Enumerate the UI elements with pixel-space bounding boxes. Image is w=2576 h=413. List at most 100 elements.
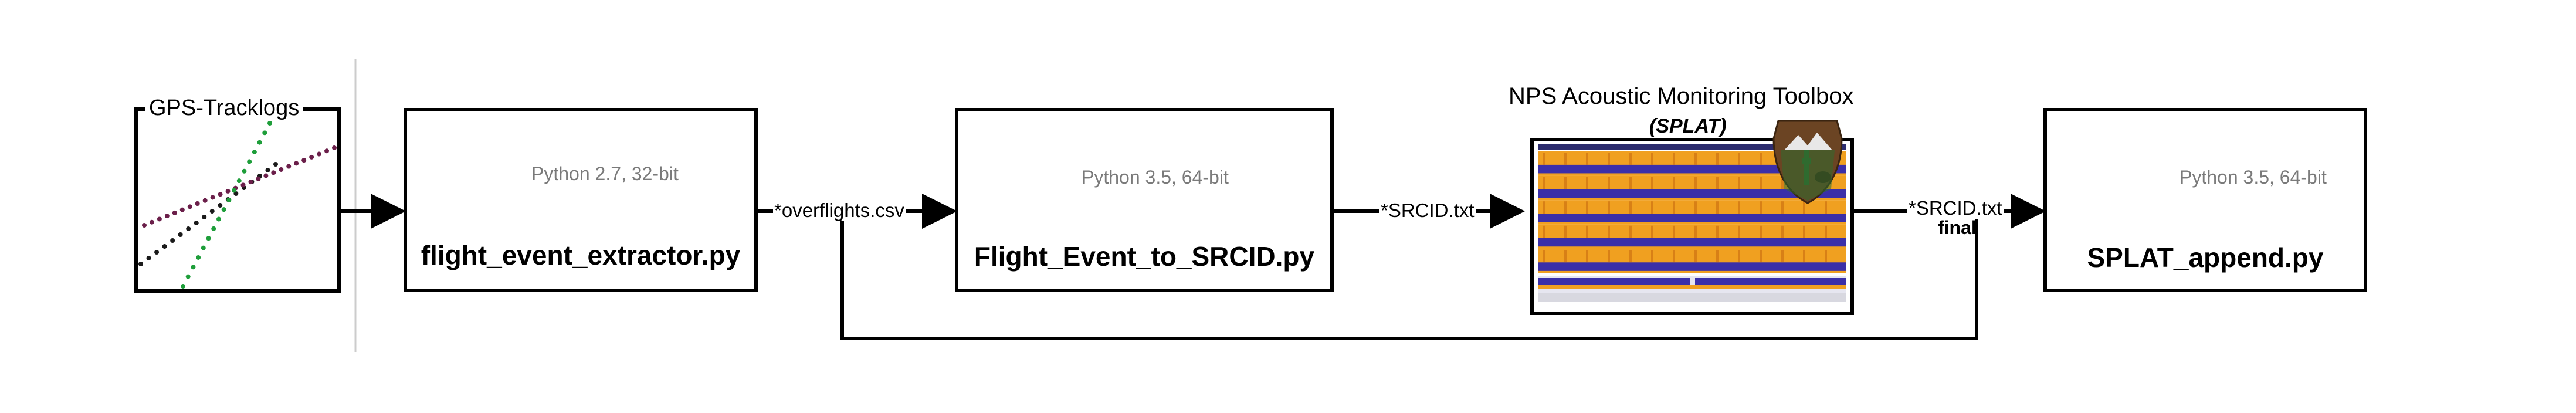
track-dot (146, 256, 151, 260)
spectrogram-band (1538, 262, 1846, 271)
track-dot (221, 207, 226, 212)
spectrogram-streak (1738, 201, 1740, 214)
spectrogram-streak (1608, 177, 1610, 189)
spectrogram-streak (1543, 177, 1545, 189)
script-name: Flight_Event_to_SRCID.py (974, 241, 1315, 272)
gps-tracklogs-frame (134, 107, 341, 293)
track-dot (210, 195, 215, 200)
spectrogram-streak (1738, 153, 1740, 165)
spectrogram-streak (1608, 225, 1610, 238)
track-dot (242, 168, 247, 174)
spectrogram-streak (1586, 225, 1588, 238)
spectrogram-streak (1760, 250, 1762, 263)
spectrogram-band (1538, 189, 1846, 198)
track-dot (309, 154, 314, 160)
spectrogram-streak (1629, 201, 1632, 214)
track-dot (179, 207, 185, 212)
track-dot (248, 180, 253, 185)
spectrogram-streak (1716, 250, 1719, 263)
track-dot (211, 226, 216, 231)
spectrogram-streak (1781, 177, 1784, 189)
runtime-label: Python 2.7, 32-bit (531, 163, 679, 184)
spectrogram-streak (1608, 153, 1610, 165)
spectrogram-streak (1608, 201, 1610, 214)
spectrogram-streak (1543, 201, 1545, 214)
spectrogram-streak (1564, 250, 1567, 263)
spectrogram-streak (1781, 201, 1784, 214)
spectrogram-streak (1608, 250, 1610, 263)
track-dot (149, 219, 154, 225)
spectrogram-streak (1781, 225, 1784, 238)
track-dot (164, 214, 170, 219)
spectrogram-streak (1673, 250, 1675, 263)
script-name: flight_event_extractor.py (421, 240, 741, 270)
track-dot (236, 178, 242, 184)
track-dot (273, 162, 278, 167)
track-dot (257, 140, 262, 145)
track-dot (178, 232, 183, 237)
track-dot (294, 161, 299, 166)
spectrogram-streak (1543, 153, 1545, 165)
track-dot (225, 188, 231, 194)
track-dot (279, 167, 284, 172)
gps-track-dots (138, 121, 337, 289)
track-dot (187, 204, 192, 209)
spectrogram-streak (1564, 177, 1567, 189)
track-dot (263, 173, 269, 178)
spectrogram-streak (1651, 250, 1653, 263)
track-dot (218, 203, 223, 208)
track-dot (195, 201, 200, 206)
track-dot (247, 159, 252, 164)
spectrogram-streak (1586, 250, 1588, 263)
spectrogram-streak (1629, 225, 1632, 238)
spectrogram-streak (1716, 225, 1719, 238)
spectrogram-streak (1694, 250, 1697, 263)
node-flight-event-to-srcid: Python 3.5, 64-bit Flight_Event_to_SRCID… (955, 108, 1334, 292)
track-dot (232, 188, 237, 193)
spectrogram-streak (1673, 177, 1675, 189)
track-dot (256, 176, 261, 181)
track-dot (271, 170, 276, 175)
spectrogram-streak (1781, 250, 1784, 263)
track-dot (267, 121, 272, 126)
spectrogram-streak (1694, 201, 1697, 214)
bypass-connector (840, 214, 1978, 340)
node-flight-event-extractor: Python 2.7, 32-bit flight_event_extracto… (404, 108, 758, 292)
track-dot (181, 284, 185, 289)
runtime-label: Python 3.5, 64-bit (2180, 167, 2327, 188)
spectrogram-streak (1738, 250, 1740, 263)
spectrogram-band (1538, 238, 1846, 247)
spectrogram-streak (1803, 250, 1805, 263)
spectrogram-streak (1694, 177, 1697, 189)
spectrogram-streak (1651, 225, 1653, 238)
track-dot (226, 197, 232, 202)
spectrogram-streak (1673, 153, 1675, 165)
spectrogram-streak (1586, 201, 1588, 214)
track-dot (157, 216, 162, 222)
spectrogram-streak (1716, 177, 1719, 189)
track-dot (301, 158, 307, 163)
gps-tracklogs-title: GPS-Tracklogs (145, 95, 303, 121)
track-dot (324, 148, 330, 154)
track-dot (202, 198, 208, 203)
track-dot (265, 168, 270, 172)
spectrogram-streak (1651, 177, 1653, 189)
spectrogram-streak (1564, 153, 1567, 165)
track-dot (202, 215, 207, 219)
track-dot (252, 150, 257, 155)
spectrogram-streak (1803, 201, 1805, 214)
spectrogram-streak (1738, 177, 1740, 189)
spectrogram-streak (1803, 225, 1805, 238)
spectrogram-streak (1760, 201, 1762, 214)
track-dot (262, 130, 267, 136)
spectrogram-streak (1716, 201, 1719, 214)
spectrogram-streak (1760, 225, 1762, 238)
spectrogram-streak (1651, 153, 1653, 165)
spectrogram-streak (1673, 201, 1675, 214)
track-dot (206, 236, 211, 241)
toolbox-title: NPS Acoustic Monitoring Toolbox (1509, 83, 1854, 109)
script-name: SPLAT_append.py (2087, 242, 2324, 273)
spectrogram-streak (1694, 153, 1697, 165)
spectrogram-streak (1825, 201, 1827, 214)
